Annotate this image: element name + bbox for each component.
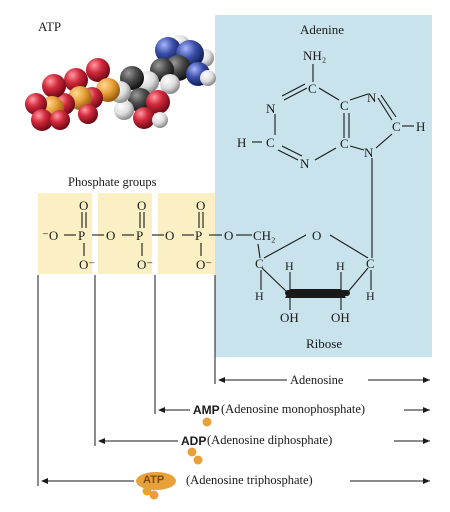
atom-o-bridge-2: O bbox=[165, 228, 174, 243]
atom-o-top-3: O bbox=[196, 198, 205, 213]
atom-o-bridge-3: O bbox=[224, 228, 233, 243]
adenosine-region bbox=[215, 15, 432, 357]
atom-n1: N bbox=[266, 101, 276, 116]
phosphate-groups-label: Phosphate groups bbox=[68, 175, 157, 189]
phosphate-region-2 bbox=[98, 193, 152, 274]
atp-title: ATP bbox=[38, 19, 62, 34]
atom-ch2: CH₂ bbox=[253, 228, 276, 243]
adenine-label: Adenine bbox=[300, 22, 345, 37]
atom-n7: N bbox=[367, 90, 377, 105]
amp-name: (Adenosine monophosphate) bbox=[221, 402, 366, 416]
adenosine-label: Adenosine bbox=[290, 373, 344, 387]
atom-c8: C bbox=[392, 119, 401, 134]
adp-abbr: ADP bbox=[181, 434, 207, 448]
atom-o-minus-bottom-2: O⁻ bbox=[137, 257, 153, 272]
atom-o-minus-bottom-1: O⁻ bbox=[79, 257, 95, 272]
atp-name: (Adenosine triphosphate) bbox=[186, 473, 313, 487]
atom-h8: H bbox=[416, 119, 425, 134]
phosphate-region-1 bbox=[38, 193, 92, 274]
atom-h2: H bbox=[237, 135, 246, 150]
atom-h2-prime: H bbox=[336, 259, 345, 273]
atom-o-top-2: O bbox=[137, 198, 146, 213]
atom-h3-prime: H bbox=[285, 259, 294, 273]
atom-oh-3prime: OH bbox=[280, 310, 299, 325]
atom-p-beta: P bbox=[136, 228, 143, 243]
atom-p-gamma: P bbox=[195, 228, 202, 243]
phosphate-region-3 bbox=[158, 193, 215, 274]
chemical-structure: NH₂ C N C N C H C H C N N ⁻O P O P O P O… bbox=[42, 48, 425, 325]
atom-c5: C bbox=[340, 98, 349, 113]
atom-c4-prime: C bbox=[255, 256, 264, 271]
atom-o-ring: O bbox=[312, 228, 321, 243]
atom-o-top-1: O bbox=[79, 198, 88, 213]
atom-n9: N bbox=[364, 145, 374, 160]
atom-c1-prime: C bbox=[366, 256, 375, 271]
atom-c6: C bbox=[308, 81, 317, 96]
atom-h1-prime: H bbox=[366, 289, 375, 303]
atp-abbr: ATP bbox=[143, 474, 165, 486]
atom-c4: C bbox=[340, 136, 349, 151]
atom-o-minus-left: ⁻O bbox=[42, 228, 58, 243]
atom-n3: N bbox=[300, 156, 310, 171]
atom-p-alpha: P bbox=[78, 228, 85, 243]
adp-name: (Adenosine diphosphate) bbox=[207, 433, 333, 447]
atom-o-bridge-1: O bbox=[106, 228, 115, 243]
atom-h4-prime: H bbox=[255, 289, 264, 303]
atom-oh-2prime: OH bbox=[331, 310, 350, 325]
atom-o-minus-bottom-3: O⁻ bbox=[196, 257, 212, 272]
ribose-label: Ribose bbox=[306, 336, 343, 351]
atom-nh2: NH₂ bbox=[303, 48, 326, 63]
atom-c2: C bbox=[266, 135, 275, 150]
space-filling-model bbox=[25, 35, 216, 131]
amp-abbr: AMP bbox=[193, 403, 220, 417]
